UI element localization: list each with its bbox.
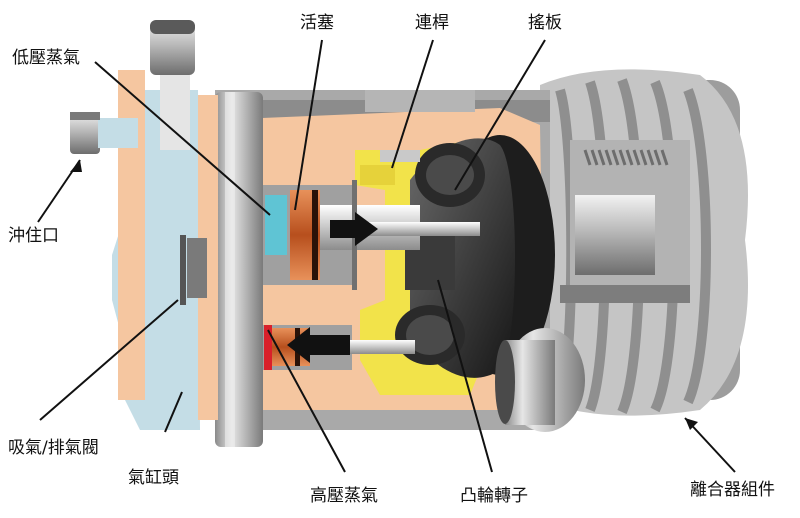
clutch-roller xyxy=(495,328,585,432)
cylinder-head-label: 氣缸頭 xyxy=(128,468,179,488)
discharge-arrow xyxy=(287,327,350,363)
front-plate xyxy=(215,92,263,447)
swash-plate-label: 搖板 xyxy=(528,13,562,33)
suction-discharge-valve-label: 吸氣/排氣閥 xyxy=(8,438,99,458)
clutch-assembly-body xyxy=(540,69,748,416)
cylinder-head xyxy=(112,20,218,430)
service-port-label: 沖住口 xyxy=(8,226,59,246)
clutch-assembly-label: 離合器組件 xyxy=(690,480,775,500)
leader-lines xyxy=(37,39,736,473)
cam-rotor-label: 凸輪轉子 xyxy=(460,486,528,506)
connecting-rod-label: 連桿 xyxy=(415,13,449,33)
service-port xyxy=(70,112,138,154)
high-pressure-vapor-label: 高壓蒸氣 xyxy=(310,486,378,506)
intake-arrow xyxy=(330,212,378,246)
piston-label: 活塞 xyxy=(300,13,334,33)
low-pressure-chamber xyxy=(265,195,287,255)
low-pressure-vapor-label: 低壓蒸氣 xyxy=(12,48,80,68)
high-pressure-chamber xyxy=(264,325,272,370)
flow-arrows xyxy=(287,212,378,363)
leader-arrowheads xyxy=(70,160,698,430)
